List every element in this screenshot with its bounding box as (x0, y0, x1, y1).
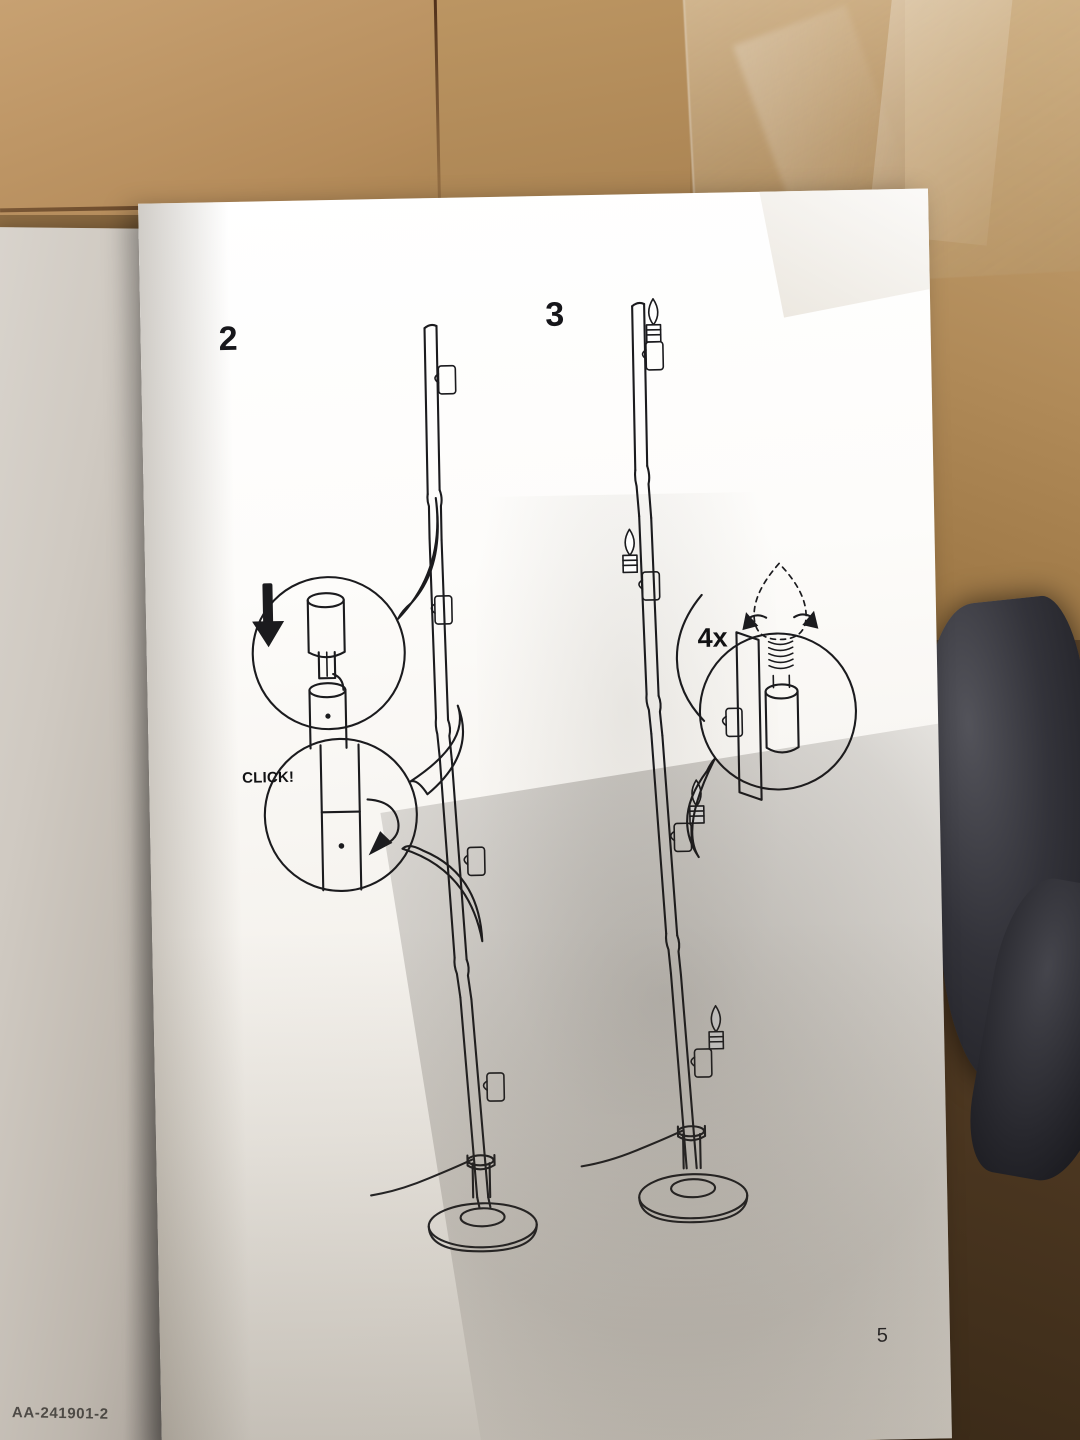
click-label: CLICK! (241, 768, 295, 787)
cardboard-flap-top-left (0, 0, 460, 230)
quantity-label-4x: 4x (697, 622, 728, 654)
booklet-right-page: 2 (138, 188, 952, 1440)
step-2-illustration (251, 298, 857, 1253)
article-code: AA-241901-2 (11, 1404, 109, 1423)
page-content: 2 (138, 189, 952, 1440)
page-number: 5 (876, 1324, 889, 1347)
cardboard-flap-top-middle (430, 0, 720, 200)
step-3-number: 3 (544, 295, 565, 334)
